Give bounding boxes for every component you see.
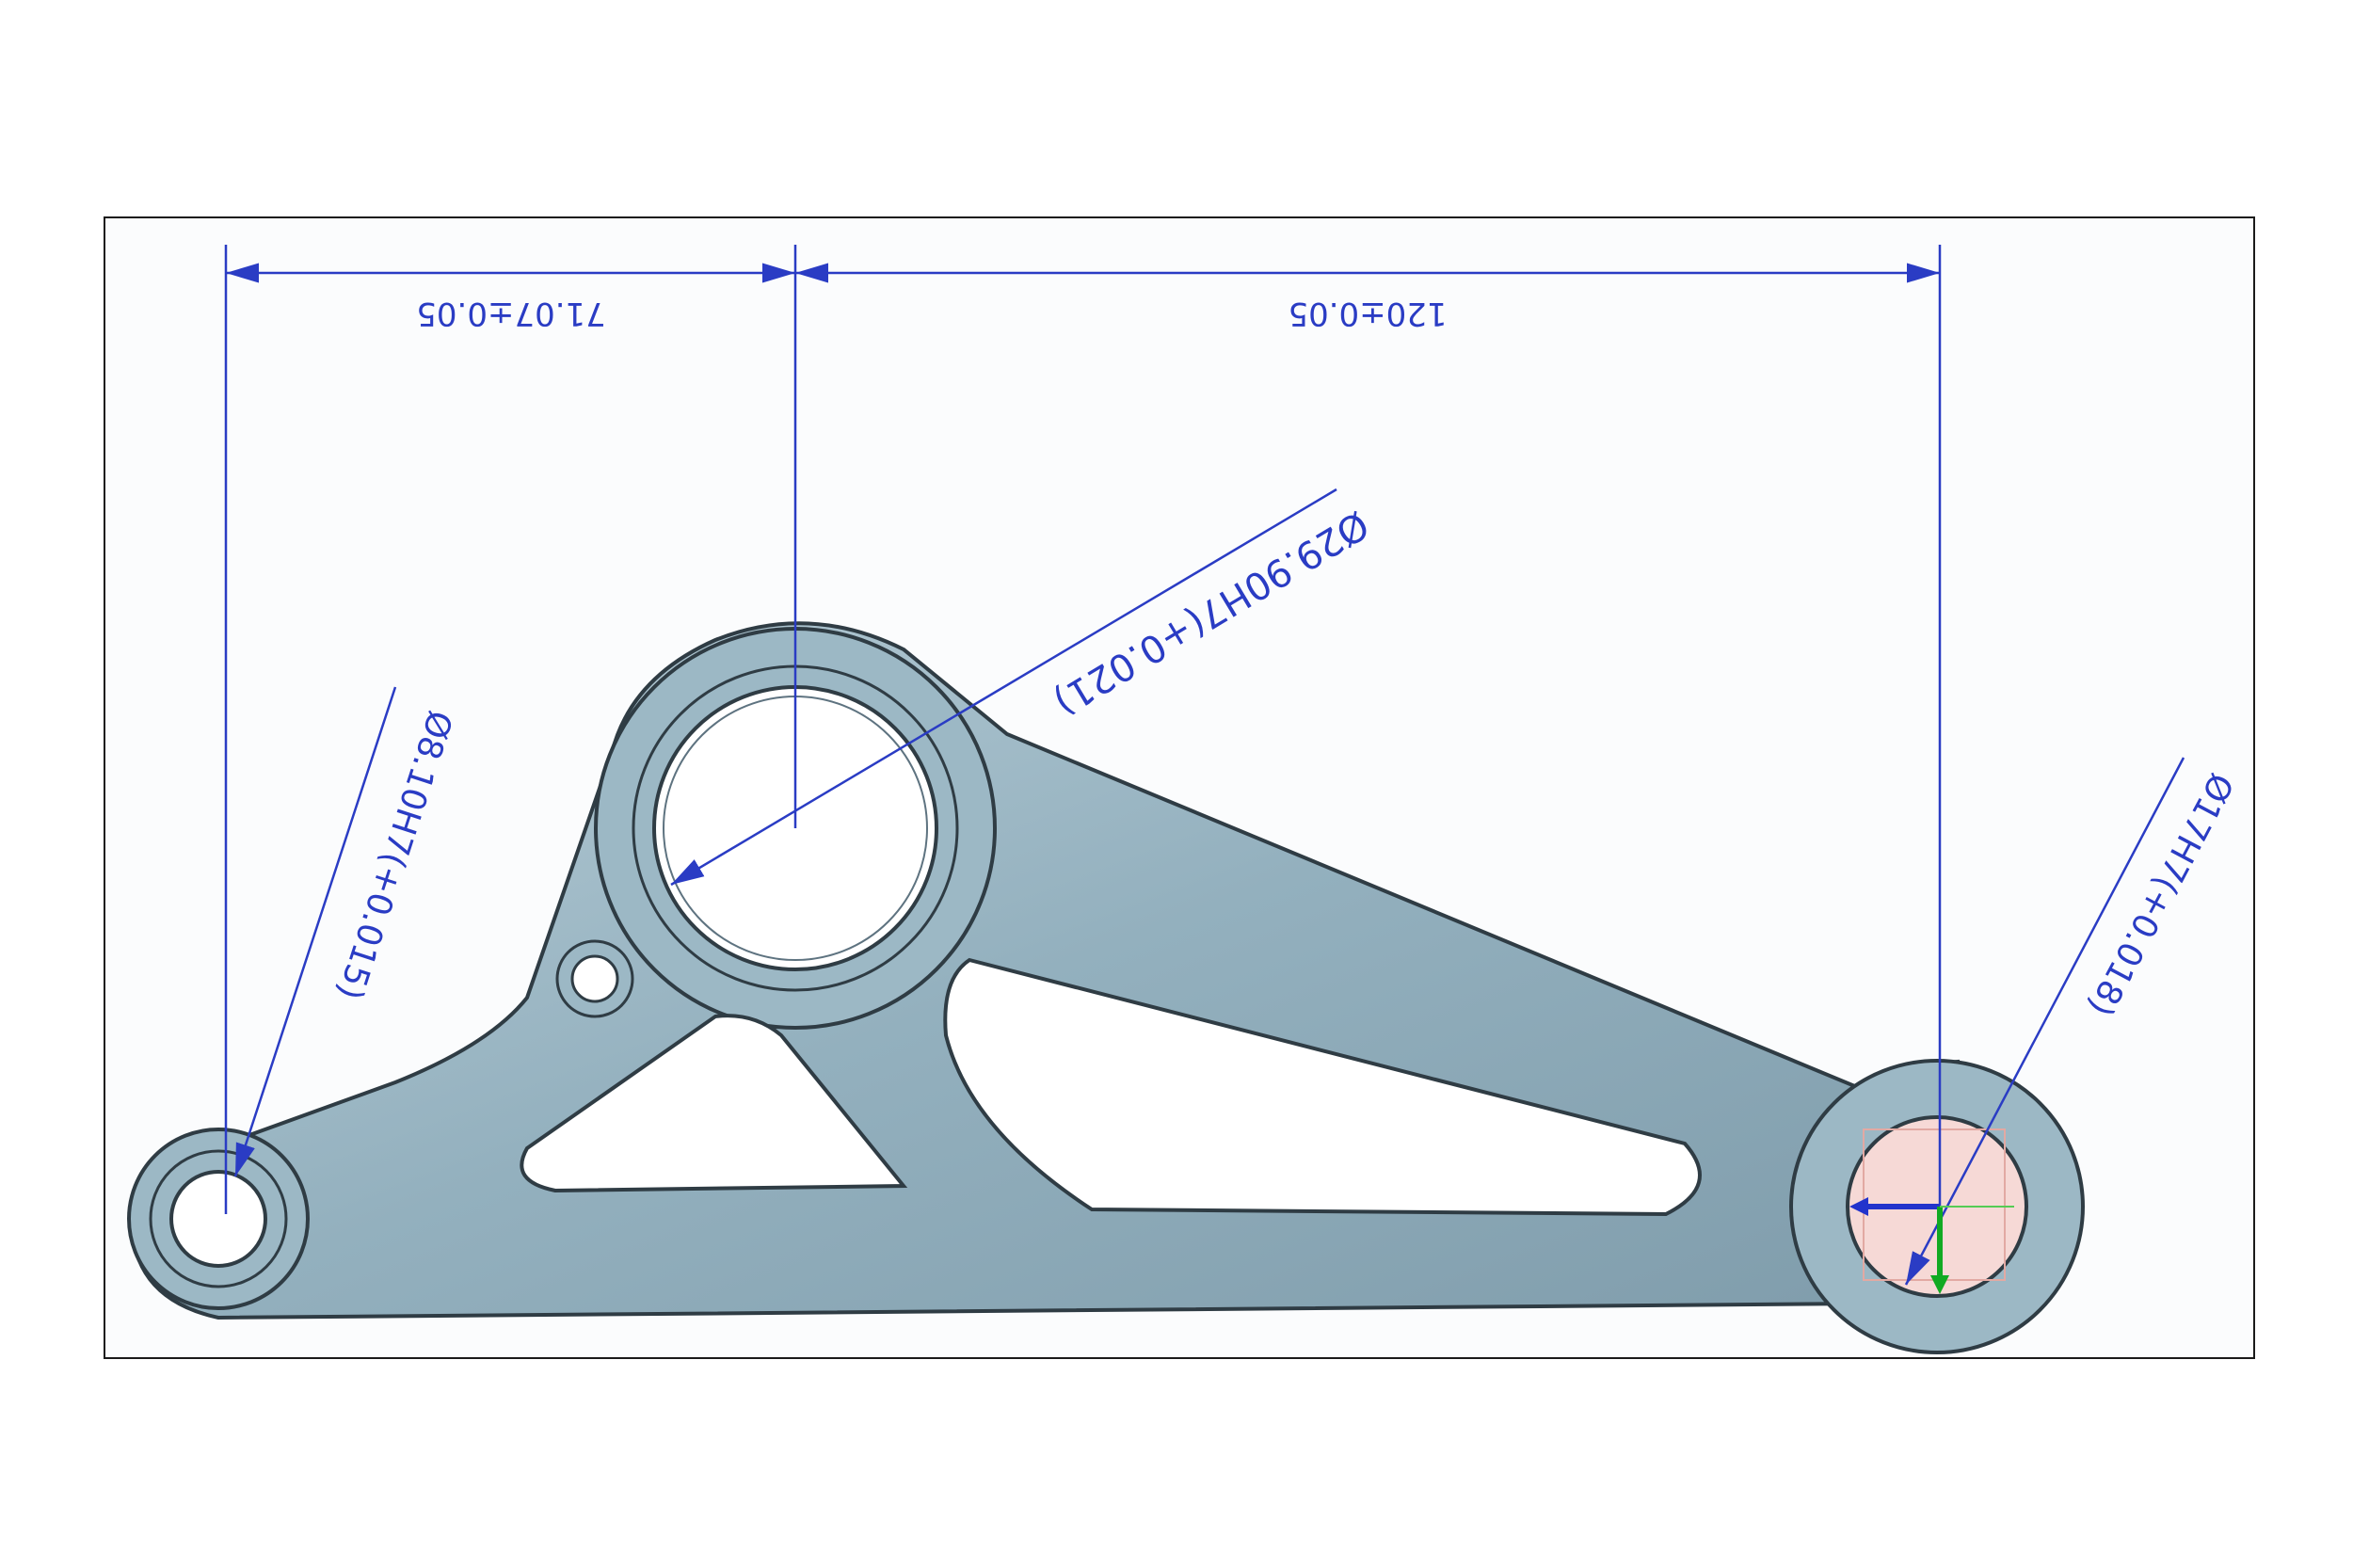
small-aux-hole-bore [570, 954, 619, 1003]
right-cutout [943, 957, 1702, 1217]
left-boss-inner-ring [149, 1149, 288, 1288]
dimension-annotations [224, 245, 2185, 1286]
leader-right [1904, 757, 2185, 1286]
leader-left [233, 686, 397, 1177]
dim-text-120[interactable]: 120±0.05 [1288, 295, 1447, 332]
triad-y-arrowhead [1930, 1275, 1949, 1294]
rocker-arm-part[interactable] [127, 621, 2085, 1354]
left-cutout [520, 1014, 908, 1193]
dim-text-dia-right[interactable]: Ø17H7(+0.018) [2080, 767, 2240, 1022]
dim-text-dia-center[interactable]: Ø29.90H7(+0.021) [1047, 502, 1376, 724]
left-bore[interactable] [169, 1170, 267, 1268]
triad-x-arrowhead [1849, 1197, 1868, 1216]
part-outline [129, 621, 1960, 1320]
leader-center [670, 488, 1337, 887]
coordinate-triad [1849, 1197, 2014, 1294]
dim-text-71[interactable]: 71.07±0.05 [416, 295, 606, 332]
dim-text-dia-left[interactable]: Ø8.10H7(+0.015) [329, 706, 459, 1004]
